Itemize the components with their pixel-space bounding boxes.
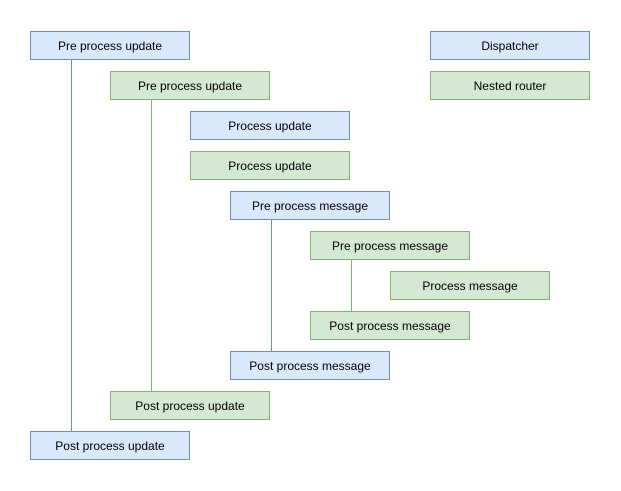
legend-nested-router-node[interactable]: Nested router xyxy=(430,71,590,100)
node-label: Dispatcher xyxy=(481,38,539,53)
update-span-dispatcher-line xyxy=(71,60,72,431)
process-update-nested-node[interactable]: Process update xyxy=(190,151,350,180)
node-label: Process update xyxy=(228,118,312,133)
process-update-dispatcher-node[interactable]: Process update xyxy=(190,111,350,140)
process-message-nested-node[interactable]: Process message xyxy=(390,271,550,300)
post-process-message-dispatcher-node[interactable]: Post process message xyxy=(230,351,390,380)
node-label: Pre process message xyxy=(331,238,449,253)
pre-process-message-nested-node[interactable]: Pre process message xyxy=(310,231,470,260)
node-label: Nested router xyxy=(473,78,547,93)
update-span-nested-line xyxy=(151,100,152,391)
message-span-dispatcher-line xyxy=(271,220,272,351)
post-process-message-nested-node[interactable]: Post process message xyxy=(310,311,470,340)
legend-dispatcher-node[interactable]: Dispatcher xyxy=(430,31,590,60)
node-label: Pre process update xyxy=(57,38,163,53)
node-label: Post process message xyxy=(329,318,451,333)
node-label: Process update xyxy=(228,158,312,173)
post-process-update-nested-node[interactable]: Post process update xyxy=(110,391,270,420)
node-label: Pre process update xyxy=(137,78,243,93)
message-span-nested-line xyxy=(351,260,352,311)
pre-process-update-nested-node[interactable]: Pre process update xyxy=(110,71,270,100)
node-label: Post process update xyxy=(55,438,165,453)
pre-process-message-dispatcher-node[interactable]: Pre process message xyxy=(230,191,390,220)
post-process-update-dispatcher-node[interactable]: Post process update xyxy=(30,431,190,460)
node-label: Pre process message xyxy=(251,198,369,213)
node-label: Post process update xyxy=(135,398,245,413)
node-label: Process message xyxy=(422,278,518,293)
node-label: Post process message xyxy=(249,358,371,373)
pre-process-update-dispatcher-node[interactable]: Pre process update xyxy=(30,31,190,60)
